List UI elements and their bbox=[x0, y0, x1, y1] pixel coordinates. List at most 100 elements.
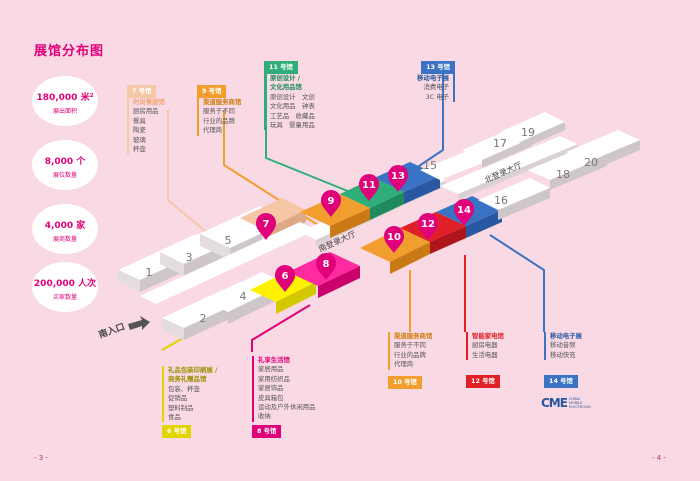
stat-value: 200,000 人次 bbox=[33, 279, 97, 289]
pin-number: 6 bbox=[282, 271, 289, 282]
walkway-south bbox=[140, 222, 316, 304]
info-box-hall-13: 13 号馆 移动电子展 消费电子 3C 电子 bbox=[405, 61, 455, 103]
box-line: 代理商 bbox=[394, 360, 414, 369]
stat-buyers: 200,000 人次 买家数量 bbox=[32, 262, 98, 312]
info-box-hall-6: 礼品包装印刷展 / 商务礼赠品馆 包装、杯壶 促销品 塑料制品 食品 6 号馆 bbox=[162, 366, 236, 439]
hall-number: 15 bbox=[423, 159, 437, 172]
stat-label: 展出面积 bbox=[52, 108, 77, 115]
hall-tag: 9 号馆 bbox=[197, 85, 227, 98]
box-line: 餐具 bbox=[133, 116, 146, 125]
info-box-hall-11: 11 号馆 原创设计 / 文化用品馆 原创设计 文创 文化用品 钟表 工艺品 收… bbox=[264, 61, 346, 131]
hall-tag: 14 号馆 bbox=[544, 375, 578, 389]
hall-numbers: 1 2 3 4 5 15 16 17 18 19 20 bbox=[146, 126, 599, 325]
box-line: 陶瓷 bbox=[133, 126, 146, 135]
pin-number: 11 bbox=[362, 180, 376, 191]
page-title: 展馆分布图 bbox=[34, 44, 105, 59]
box-line: 移动音频 bbox=[550, 341, 576, 350]
pin-number: 10 bbox=[387, 232, 401, 243]
box-heading: 移动电子展 bbox=[417, 74, 449, 82]
hall-20[interactable] bbox=[566, 130, 640, 172]
box-line: 收纳 bbox=[258, 412, 271, 421]
hall-15[interactable] bbox=[420, 150, 490, 180]
logo-line: CHINA bbox=[568, 397, 581, 401]
hall-tag: 10 号馆 bbox=[388, 375, 422, 389]
box-line: 工艺品 收藏品 bbox=[270, 111, 315, 120]
box-line: 食品 bbox=[168, 413, 181, 422]
hall-number: 19 bbox=[521, 126, 535, 139]
box-heading-2: 商务礼赠品馆 bbox=[168, 375, 207, 384]
logo-line: ELECTRONIC bbox=[568, 405, 592, 409]
hall-number: 5 bbox=[225, 234, 232, 247]
box-heading: 渠道服务商馆 bbox=[394, 332, 433, 340]
entrance-label: 南入口 bbox=[97, 320, 126, 341]
hall-tag: 8 号馆 bbox=[252, 424, 282, 438]
hall-number: 2 bbox=[200, 312, 207, 325]
stat-value: 8,000 个 bbox=[44, 157, 86, 167]
stat-value: 4,000 家 bbox=[44, 221, 86, 231]
page-number-left: - 3 - bbox=[34, 454, 48, 462]
box-line: 杯壶 bbox=[133, 145, 146, 154]
stat-label: 展位数量 bbox=[52, 172, 77, 179]
pin-number: 12 bbox=[421, 219, 435, 230]
stat-exhibitors: 4,000 家 展商数量 bbox=[32, 204, 98, 254]
box-line: 促销品 bbox=[168, 394, 188, 403]
box-line: 文化用品 钟表 bbox=[270, 102, 315, 111]
info-box-hall-14: 移动电子展 移动音频 移动快充 14 号馆 bbox=[544, 332, 598, 389]
box-line: 玻璃 bbox=[133, 135, 146, 144]
info-box-hall-12: 智能家电馆 厨房电器 生活电器 12 号馆 bbox=[466, 332, 520, 389]
hall-tag: 12 号馆 bbox=[466, 375, 500, 389]
info-box-hall-10: 渠道服务商馆 服务于不同 行业的品牌 代理商 10 号馆 bbox=[388, 332, 442, 389]
hall-number: 3 bbox=[186, 251, 193, 264]
hall-tag: 7 号馆 bbox=[127, 85, 157, 98]
box-heading: 渠道服务商馆 bbox=[203, 98, 242, 106]
hall-19[interactable] bbox=[500, 112, 565, 150]
box-line: 服务于不同 bbox=[394, 341, 426, 350]
box-heading: 礼品包装印刷展 / bbox=[168, 366, 218, 374]
hall-tag: 6 号馆 bbox=[162, 425, 192, 439]
connector-hall-11 bbox=[265, 72, 366, 199]
box-line: 家居饰品 bbox=[258, 384, 284, 393]
hall-number: 1 bbox=[146, 266, 153, 279]
box-heading: 移动电子展 bbox=[550, 332, 582, 340]
pin-number: 13 bbox=[391, 171, 405, 182]
hall-number: 4 bbox=[240, 290, 247, 303]
box-line: 代理商 bbox=[203, 126, 223, 135]
info-box-hall-8: 礼享生活馆 家居用品 家用纺织品 家居饰品 皮具箱包 运动及户外休闲用品 收纳 … bbox=[252, 356, 332, 438]
box-line: 玩具 婴童用品 bbox=[270, 121, 315, 130]
box-line: 皮具箱包 bbox=[258, 393, 284, 402]
hall-number: 17 bbox=[493, 137, 507, 150]
box-line: 包装、杯壶 bbox=[168, 384, 200, 393]
logo-line: MOBILE bbox=[568, 401, 583, 405]
pin-number: 9 bbox=[328, 196, 335, 207]
box-line: 原创设计 文创 bbox=[270, 92, 315, 101]
box-line: 厨房用品 bbox=[133, 107, 159, 116]
box-line: 运动及户外休闲用品 bbox=[258, 403, 316, 412]
box-heading: 智能家电馆 bbox=[472, 332, 504, 340]
box-line: 生活电器 bbox=[472, 350, 498, 359]
box-line: 移动快充 bbox=[550, 350, 576, 359]
hall-number: 16 bbox=[494, 194, 508, 207]
box-line: 消费电子 bbox=[423, 83, 449, 92]
box-line: 塑料制品 bbox=[168, 403, 194, 412]
logo-mark: CME bbox=[541, 396, 568, 410]
box-heading-2: 文化用品馆 bbox=[270, 83, 302, 92]
connector-hall-8 bbox=[251, 304, 311, 352]
info-box-hall-7: 7 号馆 时尚餐厨馆 厨房用品 餐具 陶瓷 玻璃 杯壶 bbox=[127, 85, 183, 155]
info-box-hall-9: 9 号馆 渠道服务商馆 服务于不同 行业的品牌 代理商 bbox=[197, 85, 261, 136]
box-line: 行业的品牌 bbox=[394, 350, 426, 359]
box-heading: 礼享生活馆 bbox=[258, 356, 290, 364]
hall-16[interactable] bbox=[478, 178, 550, 220]
box-line: 行业的品牌 bbox=[203, 116, 235, 125]
pin-number: 14 bbox=[457, 205, 471, 216]
box-line: 家用纺织品 bbox=[258, 374, 290, 383]
box-line: 家居用品 bbox=[258, 365, 284, 374]
box-heading: 时尚餐厨馆 bbox=[133, 98, 165, 106]
connector-hall-13 bbox=[409, 72, 444, 173]
page-number-right: - 4 - bbox=[652, 454, 666, 462]
pin-number: 7 bbox=[263, 219, 270, 230]
hall-number: 18 bbox=[556, 168, 570, 181]
stat-value: 180,000 米² bbox=[36, 93, 94, 103]
corridor-north bbox=[440, 136, 578, 200]
box-heading: 原创设计 / bbox=[270, 74, 301, 82]
